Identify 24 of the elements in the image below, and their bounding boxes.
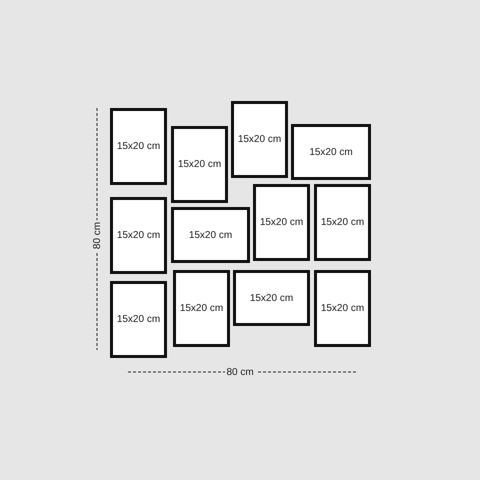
picture-frame [253,184,310,261]
size-label: 15x20 cm [188,230,232,240]
picture-frame [110,281,167,358]
picture-frame [291,124,371,180]
size-label: 15x20 cm [238,134,282,145]
picture-frame [314,270,371,347]
size-label: 15x20 cm [260,217,304,228]
picture-frame [110,197,167,274]
size-label: 15x20 cm [116,141,160,152]
picture-frame [171,126,228,203]
size-label: 15x20 cm [116,230,160,241]
picture-frame [110,108,167,185]
size-label: 15x20 cm [320,217,364,228]
picture-frame [233,270,310,326]
size-label: 15x20 cm [320,303,364,314]
size-label: 15x20 cm [250,292,294,304]
size-label: 15x20 cm [309,146,353,158]
picture-frame [171,207,250,263]
size-label: 15x20 cm [178,159,222,170]
picture-frame [231,101,288,178]
picture-frame [173,270,230,347]
size-label: 15x20 cm [180,303,224,314]
size-label: 15x20 cm [116,314,160,325]
picture-frame [314,184,371,261]
